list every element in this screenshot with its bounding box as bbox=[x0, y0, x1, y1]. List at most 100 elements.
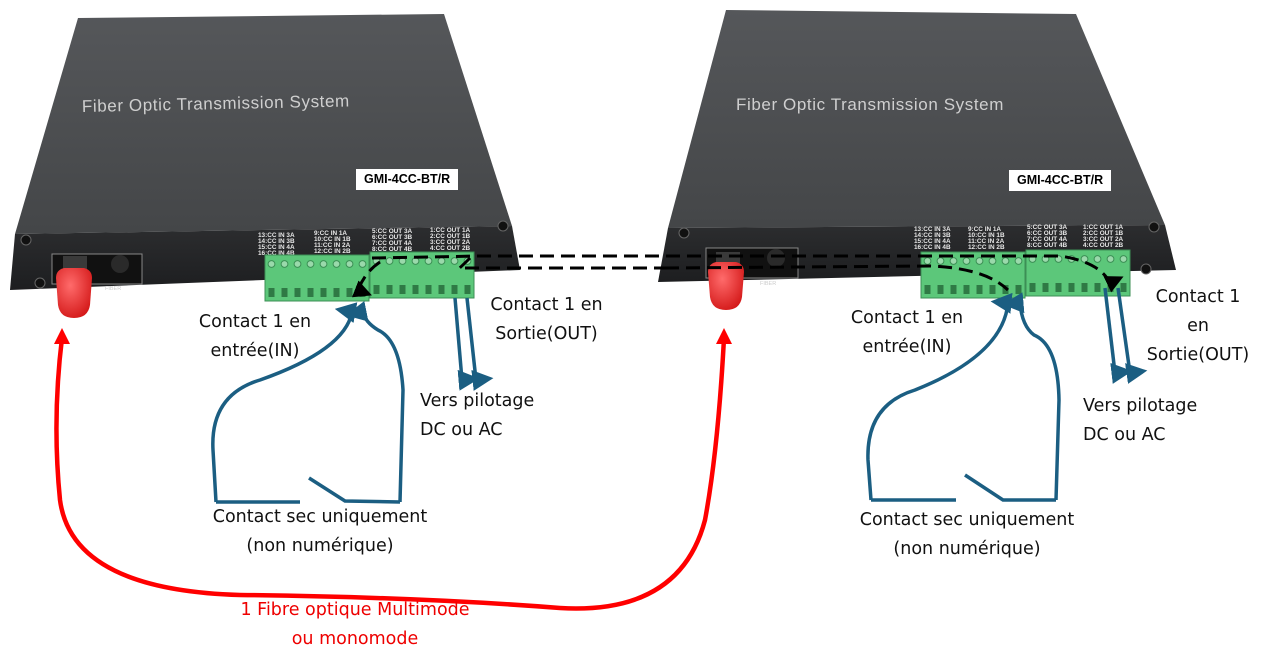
left-device: Fiber Optic Transmission System FIBER 13… bbox=[10, 14, 520, 302]
terminal-screw-icon bbox=[319, 260, 328, 268]
right-out-wire-a bbox=[1103, 287, 1133, 384]
port-label: 1:CC OUT 1A bbox=[430, 227, 471, 234]
terminal-socket bbox=[359, 288, 366, 297]
terminal-socket bbox=[963, 285, 970, 294]
label-line: Contact sec uniquement bbox=[212, 507, 428, 527]
port-label: 4:CC OUT 2B bbox=[430, 245, 471, 252]
left-out-wire-b bbox=[465, 297, 494, 391]
screw-icon bbox=[678, 227, 690, 239]
left-output-contact-label: Contact 1 en Sortie(OUT) bbox=[474, 291, 619, 349]
terminal-socket bbox=[989, 285, 996, 294]
terminal-socket bbox=[1081, 283, 1088, 292]
terminal-socket bbox=[950, 285, 957, 294]
port-label: 1:CC OUT 1A bbox=[1083, 224, 1124, 231]
label-line: ou monomode bbox=[291, 629, 419, 649]
label-line: DC ou AC bbox=[1083, 425, 1166, 445]
terminal-socket bbox=[373, 285, 380, 294]
terminal-screw-icon bbox=[293, 260, 302, 268]
screw-icon bbox=[1148, 221, 1160, 233]
signal-path bbox=[351, 254, 1124, 298]
label-line: DC ou AC bbox=[420, 420, 503, 440]
left-port-labels: 13:CC IN 3A 14:CC IN 3B 15:CC IN 4A 16:C… bbox=[258, 227, 471, 257]
terminal-screw-icon bbox=[962, 257, 971, 265]
left-switch-lever bbox=[308, 476, 401, 504]
right-model-label: GMI-4CC-BT/R bbox=[1009, 170, 1112, 191]
label-line: (non numérique) bbox=[246, 536, 394, 556]
screw-icon bbox=[20, 234, 32, 246]
terminal-screw-icon bbox=[437, 257, 446, 265]
terminal-socket bbox=[1042, 283, 1049, 292]
port-label: 4:CC OUT 2B bbox=[1083, 242, 1124, 249]
terminal-socket bbox=[307, 288, 314, 297]
terminal-socket bbox=[399, 285, 406, 294]
screw-icon bbox=[34, 277, 46, 289]
fiber-link-label: 1 Fibre optique Multimode ou monomode bbox=[205, 596, 505, 654]
port-label: 11:CC IN 2A bbox=[968, 238, 1005, 245]
right-output-contact-label: Contact 1 en Sortie(OUT) bbox=[1133, 283, 1263, 370]
left-output-terminal-block bbox=[369, 251, 475, 299]
left-model-label: GMI-4CC-BT/R bbox=[356, 169, 459, 190]
left-terminal-blocks bbox=[264, 251, 475, 302]
terminal-screw-icon bbox=[975, 257, 984, 265]
port-label: 11:CC IN 2A bbox=[314, 242, 351, 249]
screw-icon bbox=[497, 220, 509, 232]
terminal-socket bbox=[268, 288, 275, 297]
left-input-contact-label: Contact 1 en entrée(IN) bbox=[180, 308, 330, 366]
port-label: 2:CC OUT 1B bbox=[430, 233, 471, 240]
label-line: Contact 1 bbox=[1155, 287, 1241, 307]
terminal-screw-icon bbox=[1001, 257, 1010, 265]
terminal-screw-icon bbox=[923, 257, 932, 265]
port-label: 13:CC IN 3A bbox=[258, 232, 295, 239]
left-drive-label: Vers pilotage DC ou AC bbox=[420, 387, 534, 445]
fiber-arrow-right-icon bbox=[716, 328, 732, 344]
screw-icon bbox=[1140, 263, 1152, 275]
terminal-socket bbox=[1120, 283, 1127, 292]
port-label: 8:CC OUT 4B bbox=[372, 246, 413, 253]
port-label: 16:CC IN 4B bbox=[914, 244, 951, 251]
port-label: 6:CC OUT 3B bbox=[372, 234, 413, 241]
right-input-contact-label: Contact 1 en entrée(IN) bbox=[832, 304, 982, 362]
port-label: 10:CC IN 1B bbox=[314, 236, 351, 243]
left-in-wire-b bbox=[345, 301, 405, 503]
left-in-wire-a bbox=[211, 302, 358, 503]
port-label: 3:CC OUT 2A bbox=[1083, 236, 1124, 243]
left-fiber-port bbox=[111, 255, 129, 273]
right-dry-contact-label: Contact sec uniquement (non numérique) bbox=[832, 506, 1102, 564]
right-fiber-port bbox=[767, 249, 785, 267]
right-output-terminal-block bbox=[1025, 249, 1131, 297]
terminal-socket bbox=[346, 288, 353, 297]
terminal-screw-icon bbox=[306, 260, 315, 268]
terminal-socket bbox=[438, 285, 445, 294]
right-in-wire-a bbox=[866, 292, 1013, 501]
terminal-socket bbox=[320, 288, 327, 297]
terminal-socket bbox=[333, 288, 340, 297]
terminal-socket bbox=[976, 285, 983, 294]
port-label: 12:CC IN 2B bbox=[314, 248, 351, 255]
terminal-screw-icon bbox=[949, 257, 958, 265]
right-switch-lever bbox=[964, 473, 1056, 502]
terminal-screw-icon bbox=[358, 260, 367, 268]
terminal-socket bbox=[1068, 283, 1075, 292]
port-label: 6:CC OUT 3B bbox=[1027, 230, 1068, 237]
port-label: 2:CC OUT 1B bbox=[1083, 230, 1124, 237]
signal-path-upper bbox=[371, 254, 1124, 293]
terminal-screw-icon bbox=[1119, 255, 1128, 263]
left-device-top-panel bbox=[15, 14, 512, 234]
right-device-top-panel bbox=[668, 10, 1165, 228]
terminal-screw-icon bbox=[424, 257, 433, 265]
fiber-link-cable bbox=[54, 337, 727, 611]
port-label: 14:CC IN 3B bbox=[914, 232, 951, 239]
port-label: 9:CC IN 1A bbox=[968, 226, 1001, 233]
terminal-screw-icon bbox=[1080, 255, 1089, 263]
label-line: Sortie(OUT) bbox=[495, 324, 598, 344]
terminal-socket bbox=[1029, 283, 1036, 292]
fiber-arrow-left-icon bbox=[54, 328, 70, 344]
terminal-screw-icon bbox=[267, 260, 276, 268]
terminal-screw-icon bbox=[345, 260, 354, 268]
terminal-socket bbox=[294, 288, 301, 297]
terminal-socket bbox=[1107, 283, 1114, 292]
right-drive-label: Vers pilotage DC ou AC bbox=[1083, 392, 1197, 450]
label-line: 1 Fibre optique Multimode bbox=[240, 600, 470, 620]
port-label: 9:CC IN 1A bbox=[314, 230, 347, 237]
right-input-terminal-block bbox=[920, 251, 1026, 299]
